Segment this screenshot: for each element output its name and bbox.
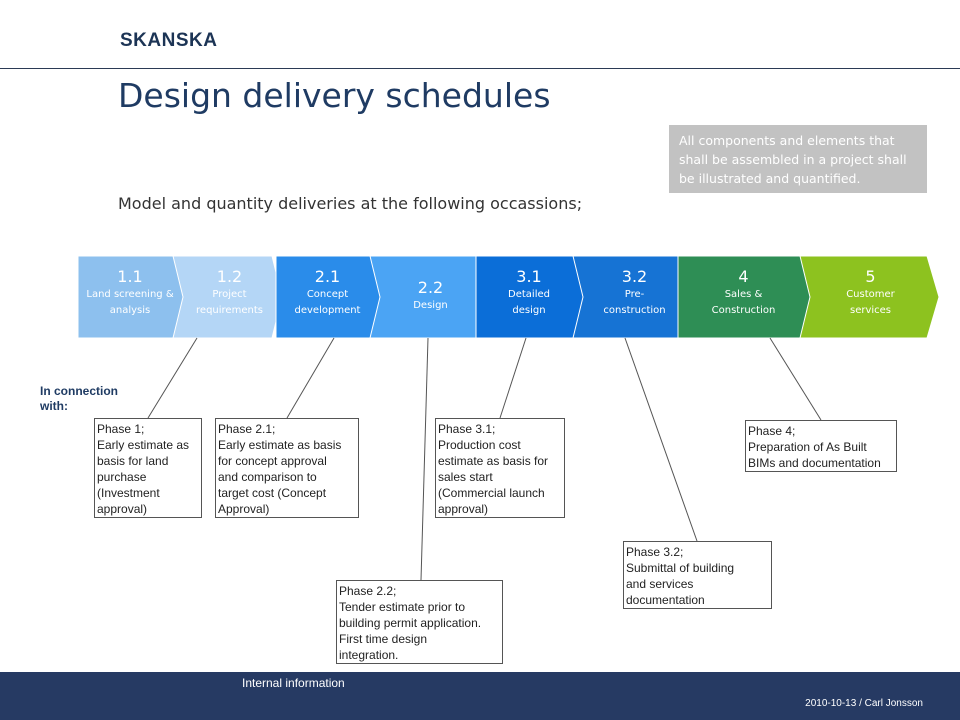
footer-classification: Internal information (242, 676, 345, 690)
phase-name-line: Pre- (624, 289, 645, 300)
milestone-box-5: Phase 3.2; Submittal of building and servi… (623, 541, 772, 609)
milestone-text-line: approval) (97, 502, 148, 516)
phase-number: 1.2 (216, 267, 243, 286)
info-note: All components and elements that shall b… (669, 125, 927, 193)
milestone-text-line: First time design (339, 632, 428, 646)
connector-line-2 (286, 337, 335, 419)
phase-name-line: development (294, 305, 361, 316)
milestone-text-line: (Investment (97, 486, 160, 500)
milestone-text-line: Tender estimate prior to (339, 600, 466, 614)
milestone-text-line: Submittal of building (626, 561, 735, 575)
phase-name-line: Detailed (508, 289, 550, 300)
milestone-text-line: Approval) (218, 502, 270, 516)
milestone-box-3: Phase 2.2; Tender estimate prior to buildi… (336, 580, 503, 664)
milestone-text-line: (Commercial launch (438, 486, 545, 500)
connection-label: In connection with: (40, 384, 118, 413)
phase-name-line: Land screening & (86, 289, 174, 300)
phase-chevron-1-2 (172, 255, 283, 339)
slide-subtitle: Model and quantity deliveries at the fol… (118, 194, 583, 213)
milestone-text-line: target cost (Concept (218, 486, 327, 500)
milestone-text-line: basis for land (97, 454, 169, 468)
phase-number: 1.1 (117, 267, 143, 286)
milestone-text-line: BIMs and documentation (748, 456, 881, 470)
milestone-text-line: documentation (626, 593, 705, 607)
phase-name-line: analysis (109, 305, 151, 316)
milestone-text-line: and comparison to (218, 470, 317, 484)
milestone-text-line: sales start (438, 470, 493, 484)
phase-chevron-5 (799, 255, 940, 339)
header-divider (0, 68, 960, 69)
milestone-text-line: Phase 4; (748, 424, 796, 438)
phase-number: 5 (865, 267, 876, 286)
milestone-text-line: Phase 3.2; (626, 545, 684, 559)
connector-line-6 (769, 337, 822, 421)
milestone-text-line: Phase 1; (97, 422, 145, 436)
phase-name-line: design (512, 305, 546, 316)
milestone-box-4: Phase 3.1; Production cost estimate as bas… (435, 418, 565, 518)
phase-number: 4 (738, 267, 749, 286)
phase-name-line: requirements (196, 305, 263, 316)
phase-name-line: construction (603, 305, 666, 316)
milestone-text-line: integration. (339, 648, 399, 662)
skanska-logo: SKANSKA (120, 30, 218, 51)
phase-number: 3.2 (621, 267, 648, 286)
connector-line-4 (499, 337, 527, 419)
milestone-text-line: building permit application. (339, 616, 482, 630)
phase-name-line: Concept (306, 289, 349, 300)
milestone-text-line: estimate as basis for (438, 454, 549, 468)
slide-title: Design delivery schedules (118, 76, 551, 115)
milestone-text-line: Preparation of As Built (748, 440, 867, 454)
connector-line-1 (147, 337, 198, 419)
milestone-text-line: purchase (97, 470, 147, 484)
phase-number: 3.1 (516, 267, 542, 286)
milestone-text-line: Phase 2.1; (218, 422, 276, 436)
phase-number: 2.1 (314, 267, 341, 286)
phase-number: 2.2 (417, 278, 444, 297)
phase-name-line: Sales & (724, 289, 763, 300)
phase-name-line: services (849, 305, 892, 316)
milestone-text-line: Early estimate as (97, 438, 190, 452)
connector-line-3 (420, 337, 429, 581)
milestone-text-line: Early estimate as basis (218, 438, 342, 452)
phase-name-line: Construction (711, 305, 776, 316)
milestone-text-line: approval) (438, 502, 489, 516)
milestone-text-line: for concept approval (218, 454, 327, 468)
milestone-text-line: Production cost (438, 438, 521, 452)
milestone-text-line: and services (626, 577, 694, 591)
milestone-box-1: Phase 1; Early estimate as basis for land p… (94, 418, 202, 518)
connector-line-5 (624, 337, 698, 542)
phase-name-line: Project (212, 289, 247, 300)
phase-name-line: Customer (846, 289, 895, 300)
footer-bar (0, 672, 960, 720)
milestone-box-2: Phase 2.1; Early estimate as basis for con… (215, 418, 359, 518)
footer-date-author: 2010-10-13 / Carl Jonsson (805, 698, 923, 709)
phase-name-line: Design (413, 300, 448, 311)
milestone-text-line: Phase 2.2; (339, 584, 397, 598)
milestone-text-line: Phase 3.1; (438, 422, 496, 436)
